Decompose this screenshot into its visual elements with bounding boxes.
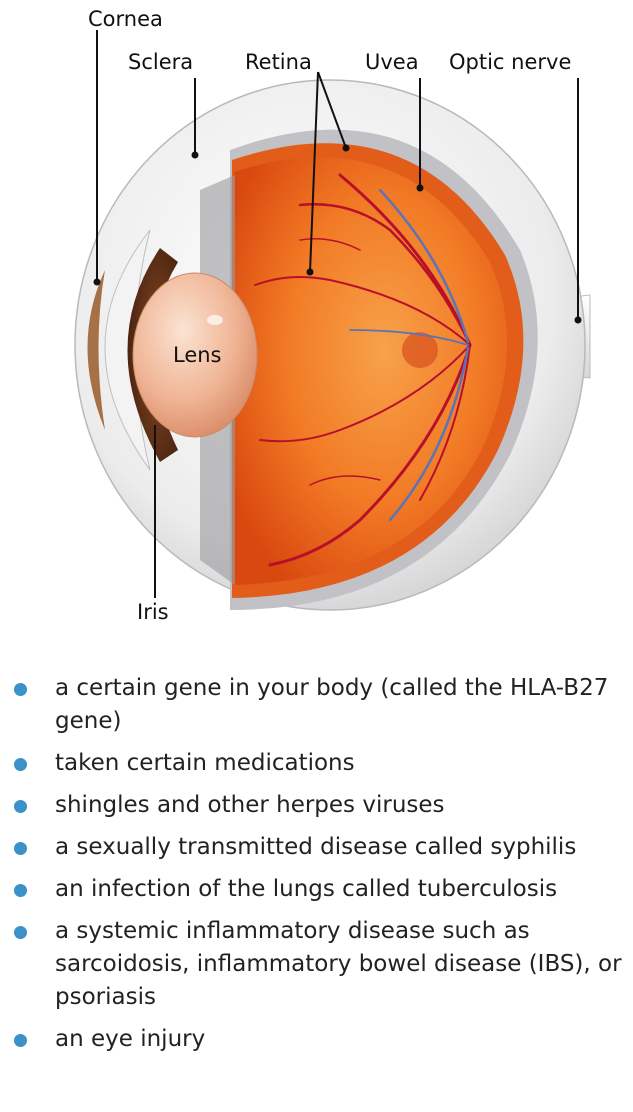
list-item: shingles and other herpes viruses	[0, 789, 633, 822]
label-iris: Iris	[137, 600, 169, 624]
label-optic-nerve: Optic nerve	[449, 50, 571, 74]
bullet-icon	[14, 842, 27, 855]
bullet-icon	[14, 800, 27, 813]
label-cornea: Cornea	[88, 7, 163, 31]
list-item: taken certain medications	[0, 747, 633, 780]
list-item: an eye injury	[0, 1023, 633, 1056]
bullet-icon	[14, 683, 27, 696]
list-item: a sexually transmitted disease called sy…	[0, 831, 633, 864]
bullet-icon	[14, 926, 27, 939]
eye-anatomy-diagram: Cornea Sclera Retina Uvea Optic nerve Le…	[0, 0, 633, 640]
bullet-icon	[14, 1034, 27, 1047]
bullet-icon	[14, 884, 27, 897]
label-retina: Retina	[245, 50, 312, 74]
eye-illustration	[0, 0, 633, 640]
label-sclera: Sclera	[128, 50, 193, 74]
list-item: a systemic inflammatory disease such as …	[0, 915, 633, 1014]
label-uvea: Uvea	[365, 50, 419, 74]
list-item: an infection of the lungs called tubercu…	[0, 873, 633, 906]
label-lens: Lens	[173, 343, 222, 367]
bullet-icon	[14, 758, 27, 771]
risk-factor-list: a certain gene in your body (called the …	[0, 672, 633, 1065]
list-item: a certain gene in your body (called the …	[0, 672, 633, 738]
